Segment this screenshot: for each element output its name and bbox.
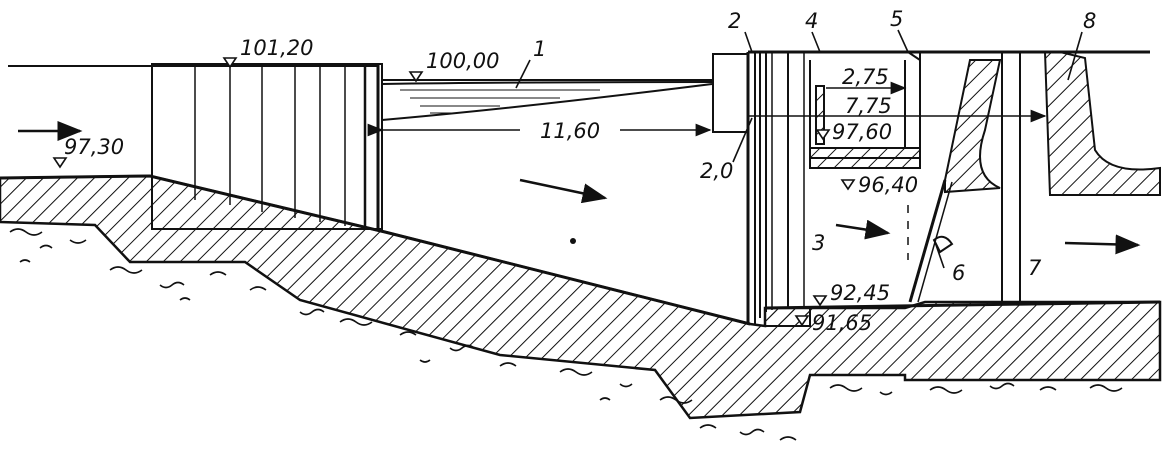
callout-leaders bbox=[515, 29, 1083, 269]
elevation-chamber-floor: 92,45 bbox=[830, 281, 890, 305]
dimension-slot-width: 2,0 bbox=[700, 159, 733, 183]
callout-3: 3 bbox=[812, 231, 825, 255]
callout-2: 2 bbox=[728, 9, 741, 33]
dimension-flume-length: 11,60 bbox=[540, 119, 600, 143]
flume-structure bbox=[712, 50, 1161, 327]
soil-texture bbox=[9, 228, 1123, 441]
elevation-top-level-chamber: 97,60 bbox=[832, 120, 892, 144]
flow-arrow-outlet bbox=[1064, 234, 1141, 255]
dimension-chamber-depth: 2,75 bbox=[842, 65, 889, 89]
flow-arrows bbox=[18, 121, 1141, 255]
flow-arrow-chamber bbox=[835, 219, 891, 240]
elevation-markers bbox=[52, 57, 856, 327]
flume-dot-mark bbox=[570, 238, 576, 244]
elevation-water-level: 100,00 bbox=[426, 49, 499, 73]
callout-6: 6 bbox=[952, 261, 965, 285]
water-profile-wedge bbox=[381, 79, 713, 122]
elevation-basin-bottom: 91,65 bbox=[812, 311, 872, 335]
callout-7: 7 bbox=[1028, 256, 1042, 280]
weir-abutment bbox=[151, 63, 383, 230]
elevation-gate-sill: 96,40 bbox=[858, 173, 918, 197]
foundation-concrete bbox=[0, 174, 1162, 420]
callout-1: 1 bbox=[533, 37, 546, 61]
elevation-upstream-crest: 101,20 bbox=[240, 36, 313, 60]
callout-4: 4 bbox=[805, 9, 818, 33]
flow-arrow-flume bbox=[519, 178, 608, 204]
callout-8: 8 bbox=[1083, 9, 1096, 33]
elevation-inlet-floor: 97,30 bbox=[64, 135, 124, 159]
dimension-lines bbox=[367, 81, 1047, 137]
dimension-chamber-width: 7,75 bbox=[845, 94, 892, 118]
callout-5: 5 bbox=[890, 7, 903, 31]
